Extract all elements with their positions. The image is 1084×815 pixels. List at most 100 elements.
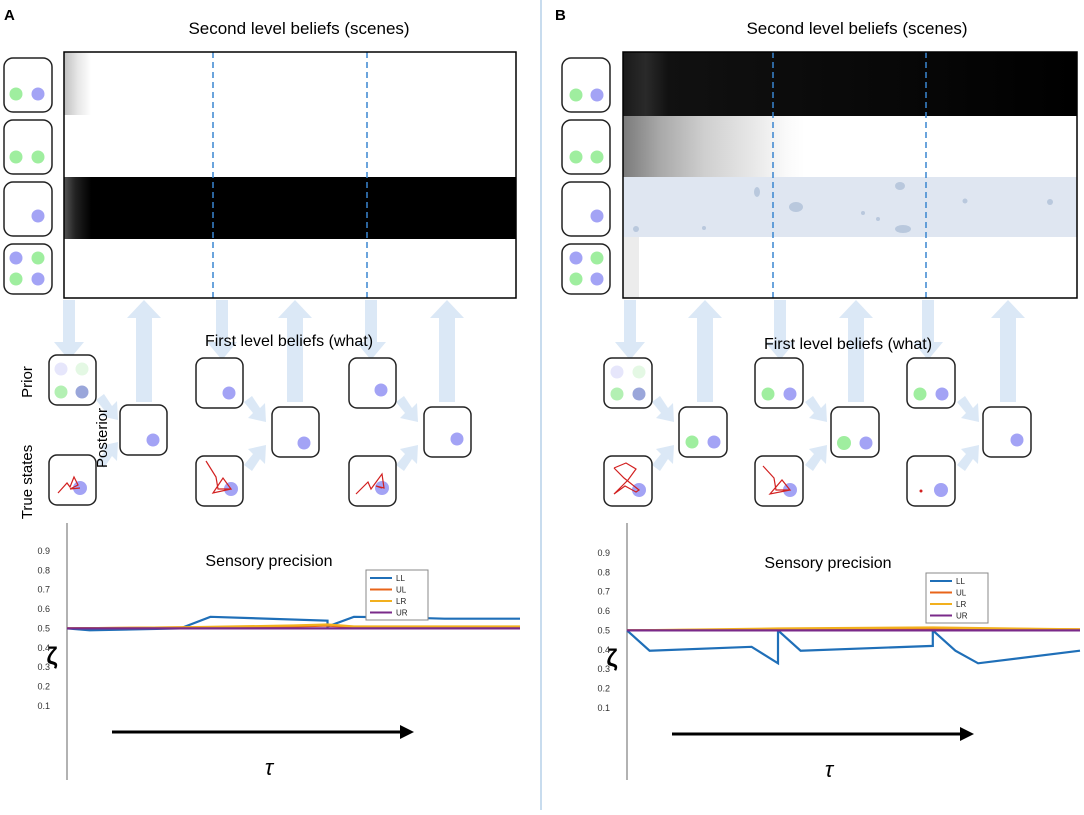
blue-dot: [75, 385, 89, 399]
arrows-b: [615, 300, 1025, 471]
diag-arrow: [805, 445, 827, 471]
green-dot: [9, 87, 23, 101]
down-arrow: [765, 300, 795, 360]
time-arrowhead: [960, 727, 974, 741]
blue-dot: [590, 88, 604, 102]
green-dot: [31, 251, 45, 265]
blue-dot: [569, 251, 583, 265]
diag-arrow: [396, 396, 418, 422]
up-arrow: [127, 300, 161, 402]
y-tick-label: 0.2: [597, 683, 610, 693]
true-states-label: True states: [19, 445, 36, 519]
diag-arrow: [957, 445, 979, 471]
prior-box: [754, 357, 804, 409]
prior-box: [906, 357, 956, 409]
scene-heatmap-a: [63, 51, 517, 299]
arrows-a: [54, 300, 464, 471]
panel-b-letter: B: [555, 7, 566, 24]
y-tick-label: 0.4: [37, 643, 50, 653]
blue-dot: [450, 432, 464, 446]
chart-series: [66, 615, 520, 632]
blue-dot: [590, 209, 604, 223]
y-tick-label: 0.9: [37, 546, 50, 556]
green-dot: [9, 150, 23, 164]
diag-arrow: [244, 445, 266, 471]
eye-trajectory: [919, 489, 923, 493]
legend-label: LR: [956, 600, 966, 609]
legend-label: LL: [956, 577, 965, 586]
precision-chart-a: 0.90.80.70.60.50.40.30.20.1 Sensory prec…: [37, 523, 520, 780]
posterior-label: Posterior: [94, 408, 111, 468]
eye-trajectory: [762, 465, 792, 495]
zeta-label: ζ: [46, 643, 57, 670]
green-dot: [569, 150, 583, 164]
y-tick-label: 0.4: [597, 645, 610, 655]
panel-b: B Second level beliefs (scenes): [555, 7, 1081, 782]
chart-title: Sensory precision: [205, 553, 332, 570]
legend-label: UR: [956, 612, 968, 621]
scene-heatmap-b: [622, 51, 1078, 299]
y-tick-label: 0.9: [597, 548, 610, 558]
blue-dot: [222, 386, 236, 400]
y-tick-label: 0.3: [597, 664, 610, 674]
scene-legend-b: [561, 57, 611, 295]
posterior-box: [119, 404, 168, 456]
panel-a-scenes-title: Second level beliefs (scenes): [188, 19, 409, 38]
green-dot: [685, 435, 699, 449]
y-tick-label: 0.3: [37, 662, 50, 672]
prior-box: [195, 357, 244, 409]
series-line-ll: [626, 627, 1081, 666]
green-dot: [75, 362, 89, 376]
legend-label: UL: [956, 589, 967, 598]
panel-a: A Second level beliefs (scenes): [3, 7, 520, 780]
scene-box: [561, 181, 611, 237]
scene-box: [561, 119, 611, 175]
diag-arrow: [244, 396, 266, 422]
true-state-box: [906, 455, 956, 507]
eye-trajectory: [205, 460, 233, 494]
panel-a-letter: A: [4, 7, 15, 24]
up-arrow: [991, 300, 1025, 402]
green-dot: [913, 387, 927, 401]
panel-b-scenes-title: Second level beliefs (scenes): [746, 19, 967, 38]
posterior-box: [423, 406, 472, 458]
scene-box: [3, 119, 53, 175]
blue-dot: [1010, 433, 1024, 447]
up-arrow: [688, 300, 722, 402]
green-dot: [590, 251, 604, 265]
green-dot: [31, 150, 45, 164]
down-arrow: [54, 300, 84, 360]
scene-box: [3, 57, 53, 113]
blue-dot: [31, 209, 45, 223]
panel-a-first-level-title: First level beliefs (what): [205, 333, 373, 350]
blue-dot: [54, 362, 68, 376]
true-state-box: [195, 455, 244, 507]
y-tick-label: 0.7: [597, 587, 610, 597]
posterior-box: [830, 406, 880, 458]
blue-dot: [632, 387, 646, 401]
diag-arrow: [396, 445, 418, 471]
posterior-box: [271, 406, 320, 458]
eye-trajectory: [613, 462, 641, 495]
legend-label: LL: [396, 574, 405, 583]
heatmap-row-1: [623, 52, 1077, 116]
down-arrow: [913, 300, 943, 360]
blue-dot: [31, 272, 45, 286]
blue-dot: [935, 387, 949, 401]
y-tick-label: 0.7: [37, 585, 50, 595]
panel-b-first-level-title: First level beliefs (what): [764, 336, 932, 353]
eye-trajectory: [57, 475, 81, 494]
scene-box: [3, 181, 53, 237]
texture-specks: [633, 182, 1053, 233]
true-state-box: [754, 455, 804, 507]
heatmap-row-4-fade: [623, 237, 639, 298]
blue-dot: [590, 272, 604, 286]
diag-arrow: [652, 396, 674, 422]
diag-arrow: [96, 394, 118, 420]
heatmap-row-3: [64, 177, 516, 239]
y-tick-label: 0.6: [597, 606, 610, 616]
y-tick-label: 0.5: [597, 625, 610, 635]
y-tick-label: 0.1: [597, 703, 610, 713]
green-dot: [610, 387, 624, 401]
